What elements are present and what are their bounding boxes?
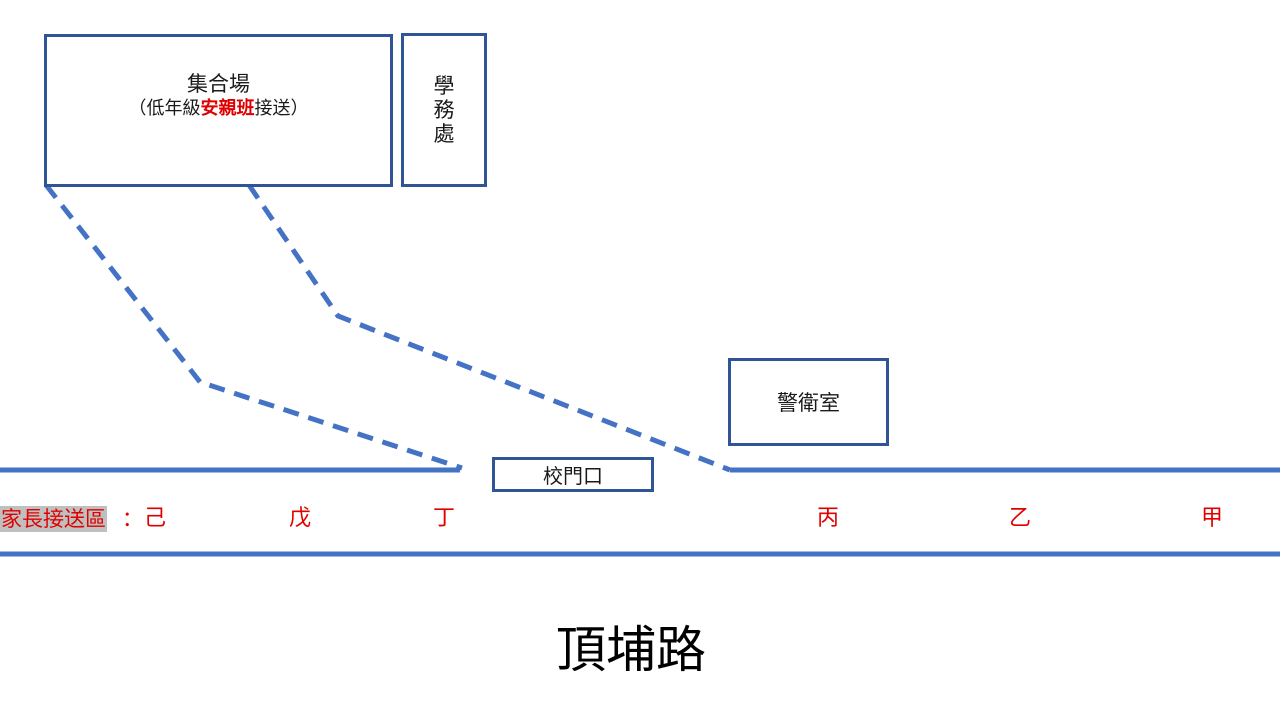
guard-room-box: 警衛室 xyxy=(728,358,889,446)
pickup-zone-ding: 丁 xyxy=(433,506,456,531)
road-name: 頂埔路 xyxy=(556,621,706,679)
pickup-zone-yi: 乙 xyxy=(1009,506,1032,531)
student-affairs-office-box: 學 務 處 xyxy=(401,33,487,187)
pickup-zone-ji: 己 xyxy=(144,506,167,531)
school-gate-label: 校門口 xyxy=(543,464,603,488)
assembly-subtitle-highlight: 安親班 xyxy=(200,97,255,119)
pickup-zone-wu: 戊 xyxy=(289,506,312,531)
office-char-2: 務 xyxy=(433,98,455,122)
pickup-zone-bing: 丙 xyxy=(817,506,840,531)
walkway-path-right xyxy=(246,183,731,473)
guard-room-label: 警衛室 xyxy=(777,391,840,415)
pickup-zone-jia: 甲 xyxy=(1201,506,1224,531)
school-gate-box: 校門口 xyxy=(492,457,654,492)
assembly-area-subtitle: （低年級安親班接送） xyxy=(129,97,309,121)
assembly-area-title: 集合場 xyxy=(187,71,250,96)
assembly-subtitle-prefix: （低年級 xyxy=(128,97,201,119)
office-char-1: 學 xyxy=(433,74,455,98)
assembly-area-box: 集合場 （低年級安親班接送） xyxy=(44,34,393,187)
pickup-zone-label: 家長接送區 xyxy=(0,506,107,532)
assembly-subtitle-suffix: 接送） xyxy=(254,97,309,119)
pickup-zone-colon: ： xyxy=(122,507,143,531)
office-char-3: 處 xyxy=(433,122,455,146)
walkway-path-left xyxy=(44,183,463,471)
